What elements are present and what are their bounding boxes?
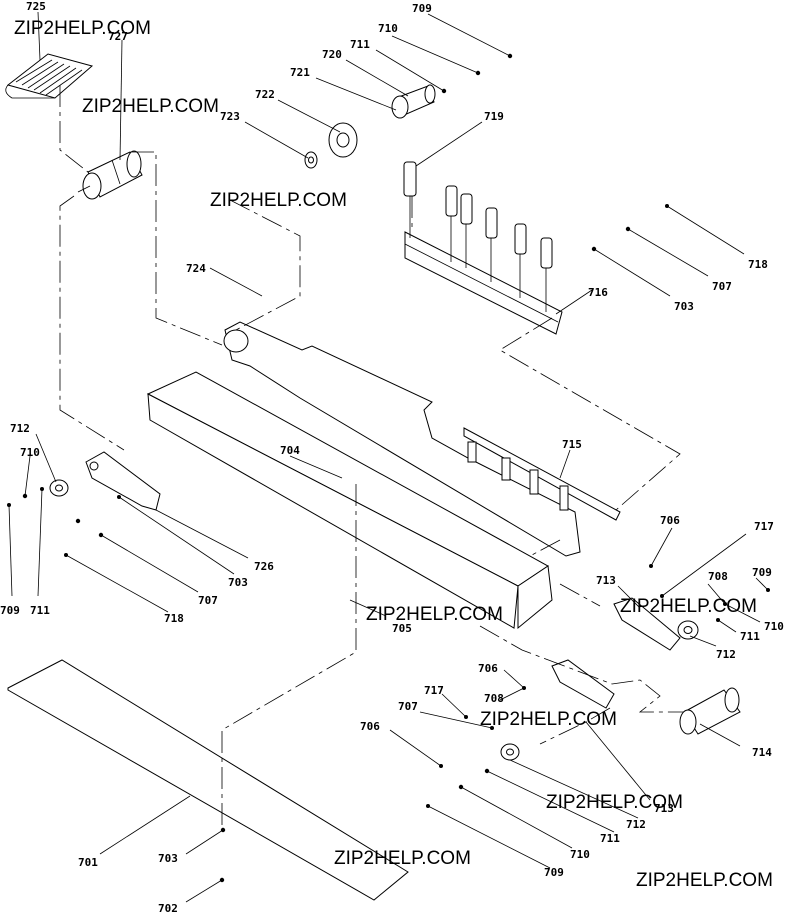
watermark-1: ZIP2HELP.COM: [14, 18, 151, 39]
callout-709-low: 709: [544, 866, 564, 879]
part-715-support-bracket: [463, 427, 621, 521]
callout-724: 724: [186, 262, 206, 275]
callout-709-top: 709: [412, 2, 432, 15]
callout-705: 705: [392, 622, 412, 635]
callout-711-left: 711: [30, 604, 50, 617]
part-723-washer: [304, 151, 318, 169]
callout-704: 704: [280, 444, 300, 457]
callout-702: 702: [158, 902, 178, 913]
part-712-flange-bearing-right: [677, 620, 699, 640]
callout-706-low: 706: [360, 720, 380, 733]
callout-703-bottom: 703: [158, 852, 178, 865]
callout-717-mid: 717: [424, 684, 444, 697]
callout-710-top: 710: [378, 22, 398, 35]
part-714-driven-roller: [679, 687, 741, 735]
callout-725: 725: [26, 0, 46, 13]
watermark-3: ZIP2HELP.COM: [210, 190, 347, 211]
part-720-flange-bearing: [391, 84, 436, 119]
part-712-flange-bearing-left: [49, 479, 69, 497]
callout-720: 720: [322, 48, 342, 61]
part-727-drive-roller: [77, 150, 143, 200]
watermarks: ZIP2HELP.COM ZIP2HELP.COM ZIP2HELP.COM Z…: [14, 18, 773, 891]
part-725-belt-pad: [5, 53, 94, 99]
callout-712-right: 712: [716, 648, 736, 661]
callout-710-low: 710: [570, 848, 590, 861]
callout-707-left: 707: [198, 594, 218, 607]
leader-lines: [8, 11, 769, 903]
callout-713-low: 713: [654, 802, 674, 815]
callout-712-low: 712: [626, 818, 646, 831]
fastener-dots-top: [441, 53, 513, 94]
callout-709-right: 709: [752, 566, 772, 579]
callout-716: 716: [588, 286, 608, 299]
part-716-roller-bracket: [404, 231, 563, 335]
fastener-dots-right: [591, 204, 669, 252]
callout-708-mid: 708: [484, 692, 504, 705]
callout-722: 722: [255, 88, 275, 101]
callout-715: 715: [562, 438, 582, 451]
callout-706-mid: 706: [478, 662, 498, 675]
callout-713-right: 713: [596, 574, 616, 587]
callout-712-left: 712: [10, 422, 30, 435]
fastener-dots-left: [7, 487, 121, 557]
part-704-main-channel: [146, 371, 553, 630]
callout-717-right: 717: [754, 520, 774, 533]
callout-711-low: 711: [600, 832, 620, 845]
callout-703-right: 703: [674, 300, 694, 313]
callout-723: 723: [220, 110, 240, 123]
callout-727: 727: [108, 30, 128, 43]
watermark-9: ZIP2HELP.COM: [636, 870, 773, 891]
callout-711-right: 711: [740, 630, 760, 643]
callout-726: 726: [254, 560, 274, 573]
callout-703-left: 703: [228, 576, 248, 589]
callout-708-right: 708: [708, 570, 728, 583]
watermark-6: ZIP2HELP.COM: [480, 709, 617, 730]
callout-711-top: 711: [350, 38, 370, 51]
callout-706-right: 706: [660, 514, 680, 527]
part-712-flange-bearing-lower: [500, 743, 520, 761]
part-713-end-bracket-right: [613, 597, 681, 651]
callout-718-right: 718: [748, 258, 768, 271]
watermark-4: ZIP2HELP.COM: [366, 604, 503, 625]
callout-710-left: 710: [20, 446, 40, 459]
watermark-2: ZIP2HELP.COM: [82, 96, 219, 117]
callout-721: 721: [290, 66, 310, 79]
callout-719: 719: [484, 110, 504, 123]
callout-714: 714: [752, 746, 772, 759]
callout-710-right: 710: [764, 620, 784, 633]
part-722-bearing-plate: [328, 122, 358, 158]
callout-707-right: 707: [712, 280, 732, 293]
callout-709-left: 709: [0, 604, 20, 617]
watermark-7: ZIP2HELP.COM: [546, 792, 683, 813]
watermark-8: ZIP2HELP.COM: [334, 848, 471, 869]
watermark-5: ZIP2HELP.COM: [620, 596, 757, 617]
callout-707-mid: 707: [398, 700, 418, 713]
callout-701: 701: [78, 856, 98, 869]
part-713-end-bracket-lower: [551, 659, 615, 709]
callout-718-left: 718: [164, 612, 184, 625]
part-726-end-bracket: [85, 451, 161, 511]
part-719-idler-rollers: [403, 161, 553, 312]
